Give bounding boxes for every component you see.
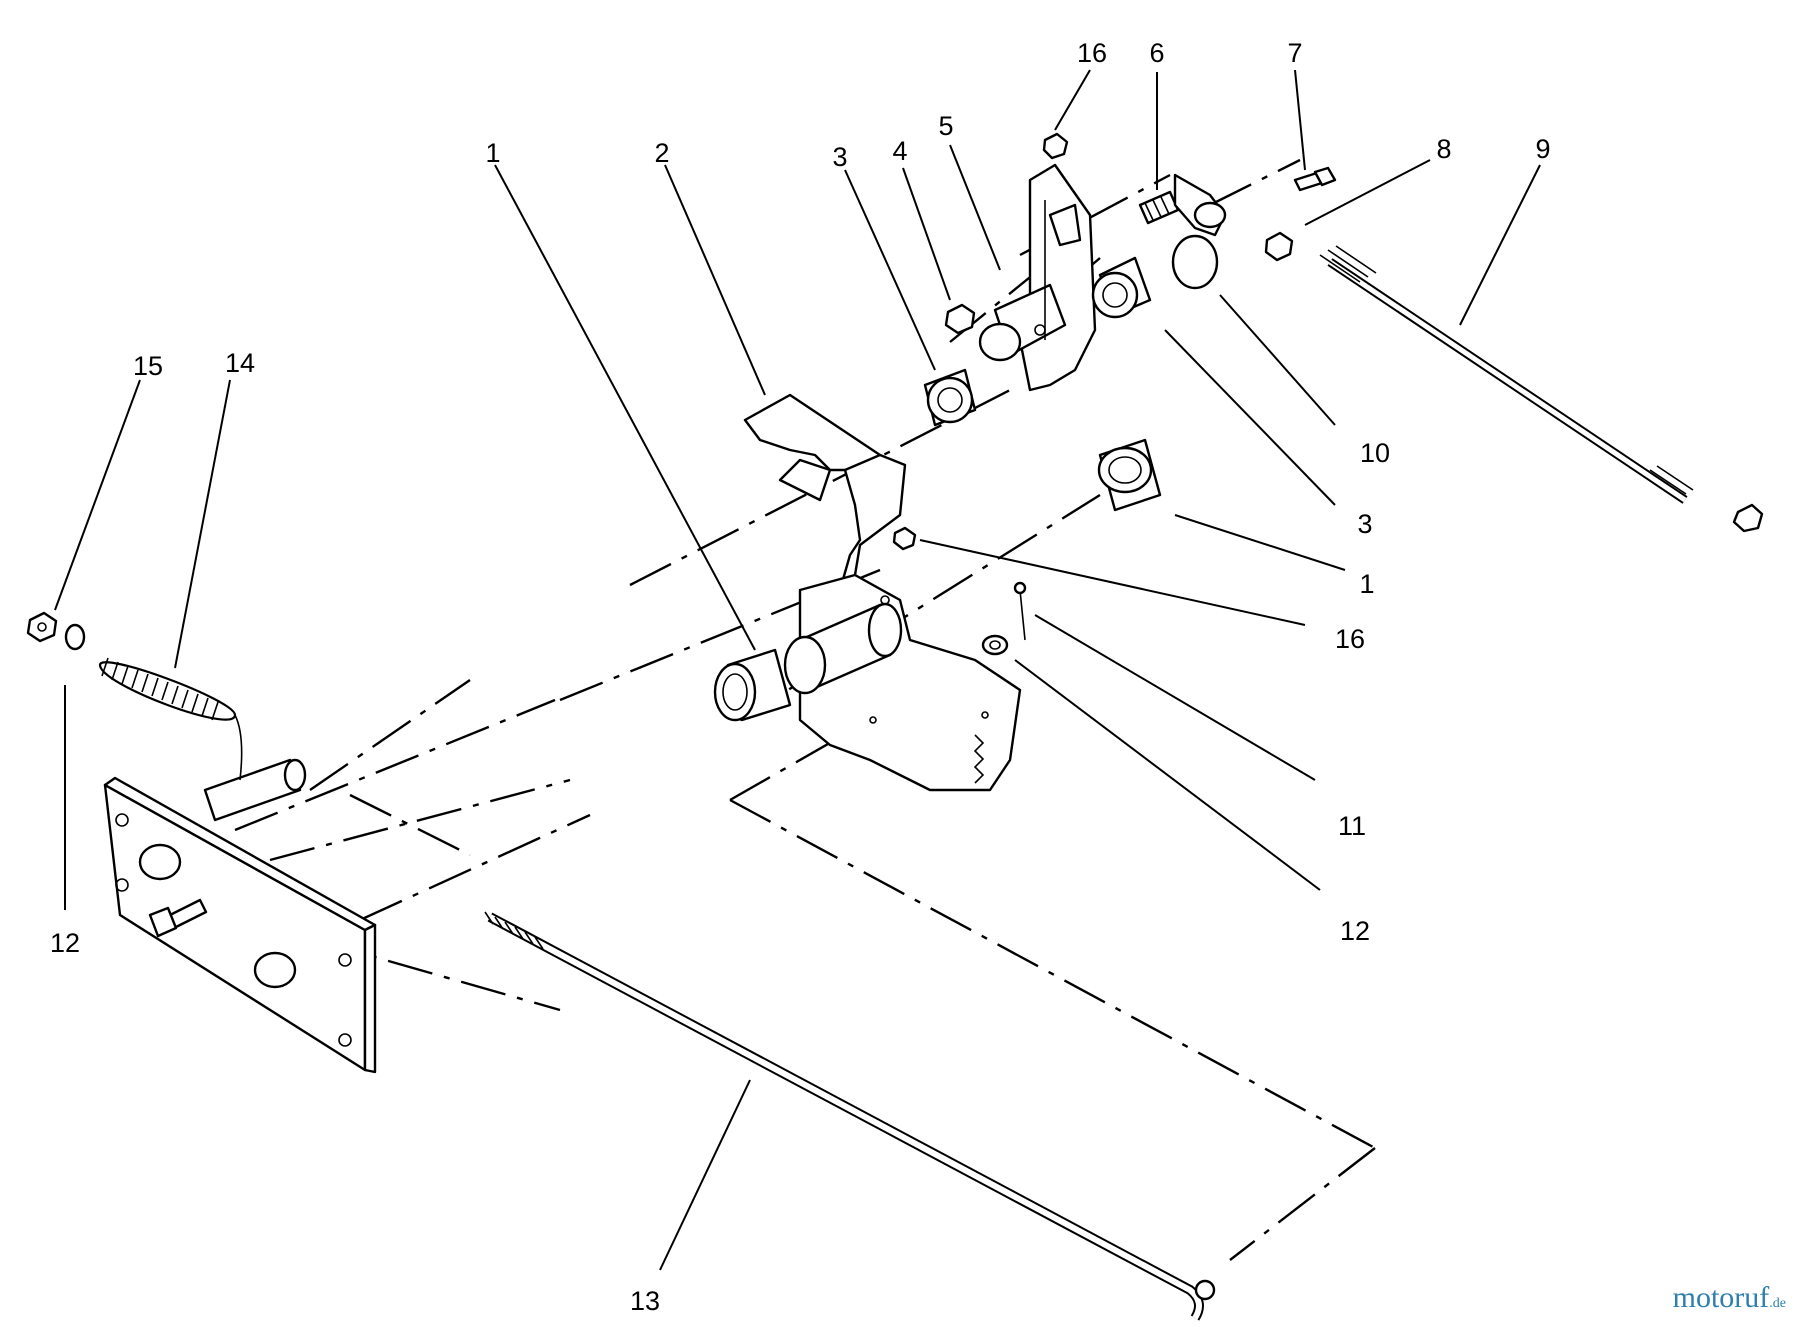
callouts: 16 6 7 5 1 2 3 4 8 9 15 14 10 3 1 16 11 … (50, 38, 1551, 1316)
watermark-logo: motoruf.de (1673, 1281, 1786, 1315)
callout-6: 6 (1149, 38, 1164, 68)
callout-16-lower: 16 (1335, 624, 1365, 654)
callout-1-right: 1 (1359, 569, 1374, 599)
bushing-part-1-left (713, 648, 792, 722)
callout-8: 8 (1436, 134, 1451, 164)
swivel-part-6b (1173, 173, 1227, 237)
callout-9: 9 (1535, 134, 1550, 164)
callout-3-left: 3 (832, 142, 847, 172)
callout-1-left: 1 (485, 138, 500, 168)
washer-part-12-left (64, 623, 86, 651)
washer-part-10 (1171, 234, 1219, 290)
bushing-part-3-right (1091, 256, 1152, 319)
callout-7: 7 (1287, 38, 1302, 68)
bushing-part-1-right (1097, 438, 1162, 512)
nut-part-4 (944, 303, 976, 335)
upper-bracket-part-5 (978, 163, 1097, 392)
nut-part-16-upper (1042, 132, 1069, 160)
callout-2: 2 (654, 138, 669, 168)
callout-4: 4 (892, 136, 907, 166)
threaded-stud-part-6 (1138, 190, 1180, 225)
callout-16-top: 16 (1077, 38, 1107, 68)
callout-13: 13 (630, 1286, 660, 1316)
lever-bracket-part-2 (743, 393, 1022, 792)
nut-part-15 (26, 611, 58, 643)
callout-3-right: 3 (1357, 509, 1372, 539)
rod-part-9 (1319, 245, 1764, 533)
callout-14: 14 (225, 348, 255, 378)
callout-11: 11 (1338, 811, 1366, 841)
washer-part-12-right (981, 634, 1009, 656)
mounting-plate (103, 758, 377, 1074)
rod-part-13 (484, 911, 1216, 1321)
callout-5: 5 (938, 111, 953, 141)
callout-12-left: 12 (50, 928, 80, 958)
nut-part-8 (1264, 231, 1294, 262)
watermark-tld: .de (1769, 1296, 1786, 1311)
callout-15: 15 (133, 351, 163, 381)
pin-part-11 (1013, 581, 1027, 641)
bushing-part-3-left (923, 368, 977, 427)
leader-lines (54, 69, 1541, 1271)
nut-part-16-lower (892, 526, 917, 551)
callout-10: 10 (1360, 438, 1390, 468)
watermark-text: motoruf (1672, 1281, 1770, 1314)
bolt-part-7 (1293, 166, 1337, 192)
callout-12-right: 12 (1340, 916, 1370, 946)
spring-part-14 (98, 657, 243, 781)
